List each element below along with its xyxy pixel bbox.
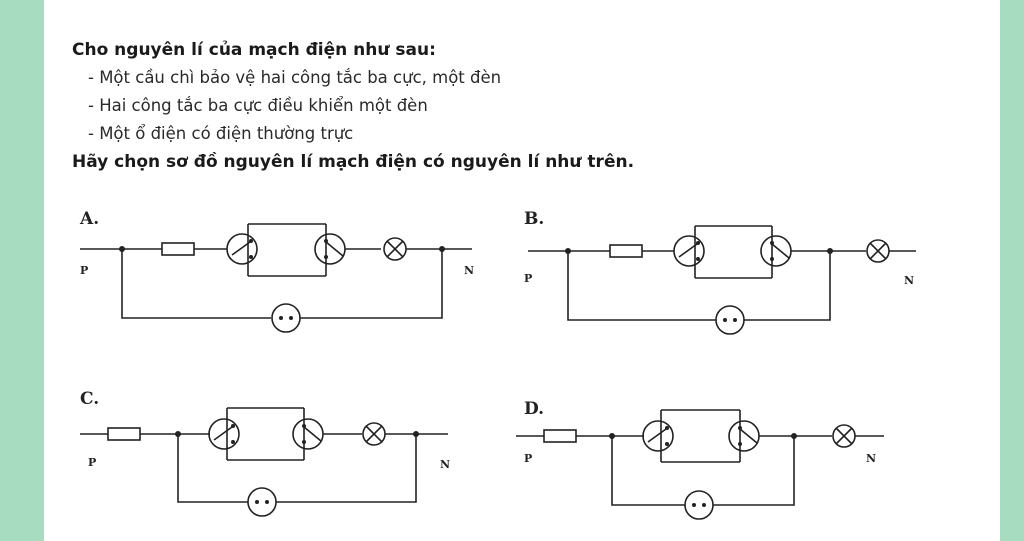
three-way-switch-icon <box>208 418 240 450</box>
question-prompt: Hãy chọn sơ đồ nguyên lí mạch điện có ng… <box>72 152 635 172</box>
three-way-switch-icon <box>642 420 674 452</box>
condition-item-2: - Hai công tắc ba cực điều khiển một đèn <box>88 96 428 115</box>
socket-icon <box>247 487 277 517</box>
wire <box>713 436 795 506</box>
wire <box>121 249 271 319</box>
condition-item-1: - Một cầu chì bảo vệ hai công tắc ba cực… <box>88 68 502 87</box>
three-way-switch-icon <box>728 420 760 452</box>
option-b-neutral-label: N <box>904 274 914 287</box>
switch-lever <box>231 241 251 256</box>
fuse-icon <box>609 244 643 258</box>
three-way-switch-icon <box>760 235 792 267</box>
switch-lever <box>678 243 698 258</box>
option-b-phase-label: P <box>524 272 532 285</box>
wire <box>177 434 248 503</box>
option-a-neutral-label: N <box>464 264 474 277</box>
option-c-neutral-label: N <box>440 458 450 471</box>
fuse-icon <box>161 242 195 256</box>
three-way-switch-icon <box>314 233 346 265</box>
wire <box>611 436 685 506</box>
circuit-diagrams: A. P N <box>79 209 916 520</box>
option-a-phase-label: P <box>80 264 88 277</box>
switch-lever <box>739 428 758 444</box>
fuse-icon <box>107 427 141 441</box>
option-b-label: B. <box>524 209 544 229</box>
wire <box>567 251 716 321</box>
option-a-label: A. <box>79 209 99 229</box>
three-way-switch-icon <box>292 418 324 450</box>
three-way-switch-icon <box>226 233 258 265</box>
socket-icon <box>684 490 714 520</box>
question-title: Cho nguyên lí của mạch điện như sau: <box>72 40 436 60</box>
wire <box>276 434 417 503</box>
option-b-diagram[interactable]: B. P N <box>524 209 916 335</box>
switch-lever <box>771 243 790 259</box>
wire <box>744 251 831 321</box>
option-d-diagram[interactable]: D. P N <box>516 399 884 520</box>
switch-lever <box>647 428 667 443</box>
option-c-phase-label: P <box>88 456 96 469</box>
three-way-switch-icon <box>673 235 705 267</box>
switch-lever <box>303 426 322 442</box>
condition-item-3: - Một ổ điện có điện thường trực <box>88 124 354 143</box>
option-a-diagram[interactable]: A. P N <box>79 209 474 333</box>
fuse-icon <box>543 429 577 443</box>
wire <box>300 249 443 319</box>
option-d-neutral-label: N <box>866 452 876 465</box>
option-c-diagram[interactable]: C. P N <box>80 389 450 517</box>
socket-icon <box>271 303 301 333</box>
socket-icon <box>715 305 745 335</box>
switch-lever <box>325 241 344 257</box>
option-d-phase-label: P <box>524 452 532 465</box>
worksheet-page: Cho nguyên lí của mạch điện như sau: - M… <box>44 0 1000 541</box>
option-c-label: C. <box>80 389 99 409</box>
switch-lever <box>213 426 233 441</box>
option-d-label: D. <box>524 399 544 419</box>
